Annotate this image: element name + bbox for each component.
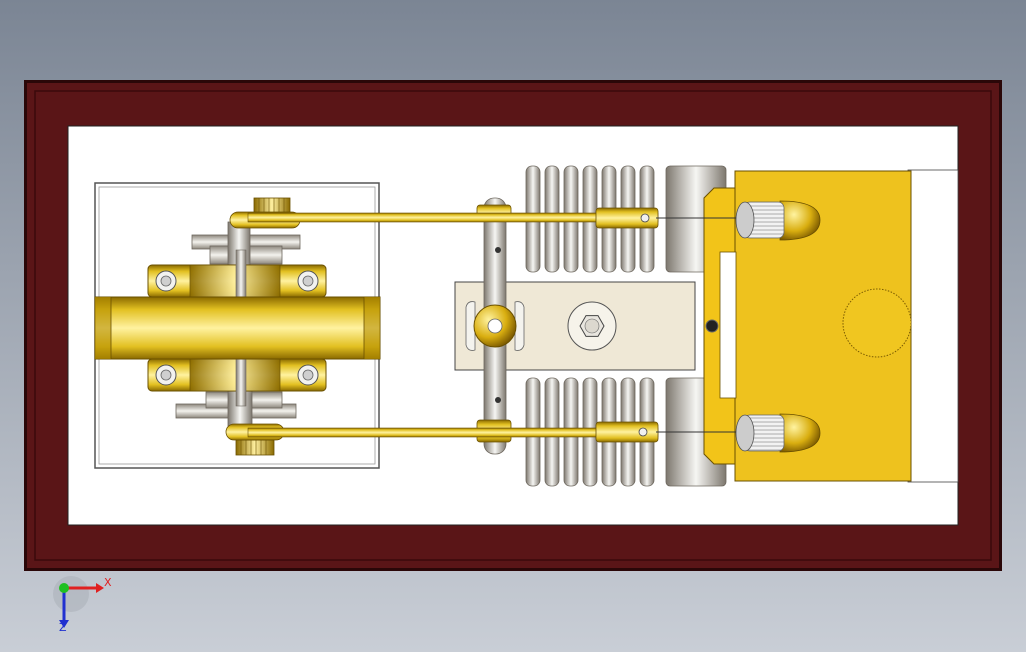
bolt-icon <box>155 270 177 292</box>
screw-icon <box>705 319 719 333</box>
axis-z-label: Z <box>59 621 67 634</box>
bolt-icon <box>297 270 319 292</box>
lower-piston-link[interactable] <box>595 421 659 443</box>
burner-bracket[interactable] <box>703 187 737 465</box>
axis-x-label: X <box>104 576 112 589</box>
lower-bearing-block[interactable] <box>147 358 327 392</box>
filler-cap-icon[interactable] <box>842 288 912 358</box>
hub-clamp[interactable] <box>465 301 525 351</box>
lower-gear[interactable] <box>235 439 275 456</box>
upper-wick-burner[interactable] <box>656 200 821 241</box>
hex-nut-icon[interactable] <box>567 301 617 351</box>
coordinate-axis-triad-icon <box>53 576 104 628</box>
flywheel[interactable] <box>94 296 381 360</box>
bolt-icon <box>155 364 177 386</box>
lower-wick-burner[interactable] <box>656 413 821 453</box>
bolt-icon <box>297 364 319 386</box>
plate-cutout <box>907 169 959 483</box>
